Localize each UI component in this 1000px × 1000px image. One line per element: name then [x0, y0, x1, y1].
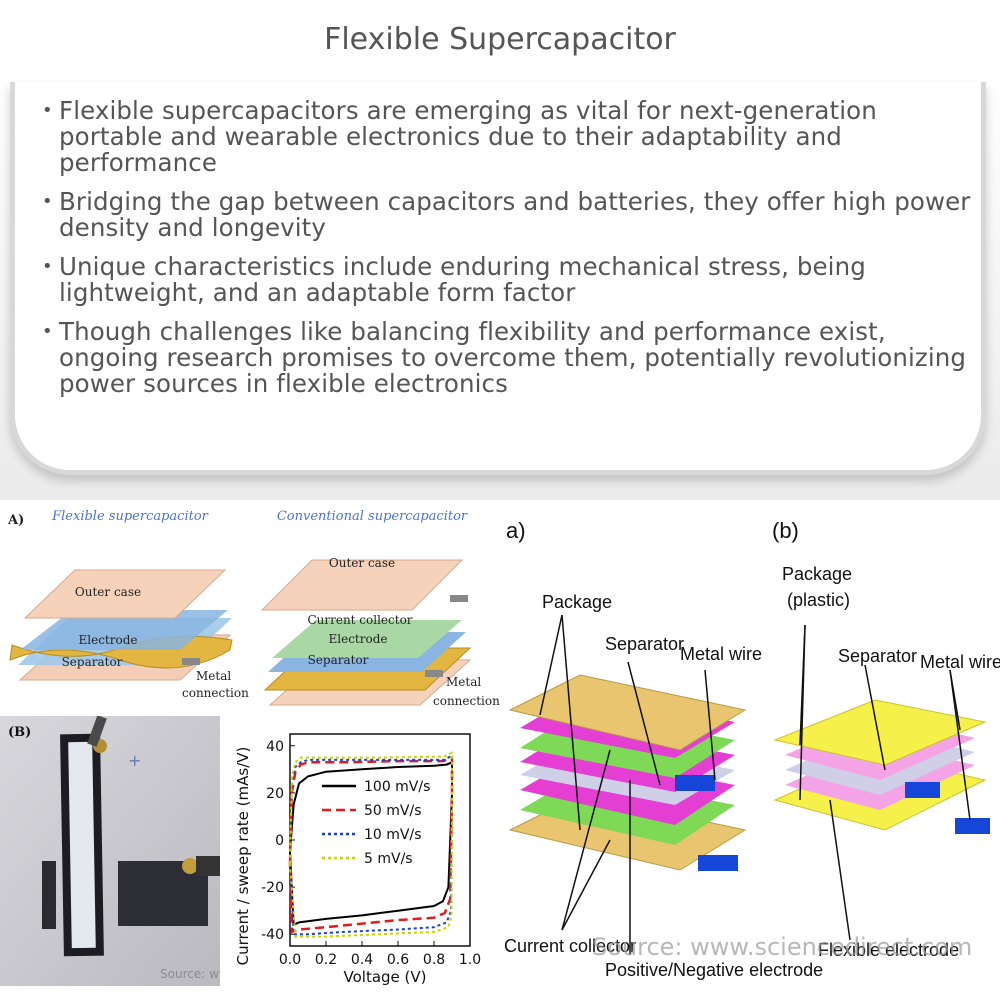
panel-b-label: (B) — [8, 725, 31, 740]
figure-right-diagrams: a) (b) Package Separator Metal wire Curr… — [500, 500, 1000, 990]
stack-a-arrows — [539, 614, 716, 955]
stack-b-arrows — [799, 624, 971, 941]
bullet-item: Unique characteristics include enduring … — [42, 254, 978, 306]
panel-a-label-right: a) — [506, 518, 526, 543]
y-tick-label: -20 — [261, 880, 284, 896]
conv-separator-label: Separator — [308, 653, 369, 667]
summary-card: Flexible supercapacitors are emerging as… — [10, 82, 986, 475]
legend-label: 5 mV/s — [364, 851, 413, 867]
y-tick-label: 0 — [275, 833, 284, 849]
x-tick-label: 0.2 — [315, 952, 337, 968]
right-source-label: Source: www.sciencedirect.com — [592, 933, 972, 961]
flexible-stack — [9, 569, 233, 681]
flex-metal-label: Metal — [196, 669, 231, 683]
legend-label: 10 mV/s — [364, 827, 422, 843]
panel-a-label: A) — [7, 513, 24, 528]
bullet-item: Bridging the gap between capacitors and … — [42, 189, 978, 241]
x-tick-label: 1.0 — [459, 952, 481, 968]
flexible-electrode-label: Flexible electrode — [818, 940, 959, 960]
page-title: Flexible Supercapacitor — [324, 22, 676, 57]
flex-outer-case-label: Outer case — [75, 585, 141, 599]
current-collector-label: Current collector — [504, 936, 636, 956]
bullet-item: Flexible supercapacitors are emerging as… — [42, 98, 978, 176]
metal-wire-label-a: Metal wire — [680, 644, 762, 664]
x-tick-label: 0.0 — [279, 952, 301, 968]
conv-metal-label: Metal — [446, 675, 481, 689]
conventional-title: Conventional supercapacitor — [277, 509, 468, 524]
panel-b-label-right: (b) — [772, 518, 799, 543]
left-source-label: Source: www.frontiersin.org — [160, 967, 220, 981]
legend-label: 100 mV/s — [364, 779, 430, 795]
y-tick-label: 20 — [266, 786, 284, 802]
x-tick-label: 0.4 — [351, 952, 373, 968]
separator-label-a: Separator — [605, 634, 684, 654]
conv-connection-label: connection — [433, 694, 500, 708]
plot-area: 0.0 0.2 0.4 0.6 0.8 1.0 40 20 0 -20 -40 100 mV/s 50 … — [261, 733, 481, 968]
cv-chart: 0.0 0.2 0.4 0.6 0.8 1.0 40 20 0 -20 -40 100 mV/s 50 … — [220, 716, 500, 996]
y-tick-label: -40 — [261, 927, 284, 943]
package-label: Package — [542, 592, 612, 612]
positive-negative-label: Positive/Negative electrode — [605, 960, 823, 980]
conv-current-collector-label: Current collector — [307, 613, 412, 627]
flex-connection-label: connection — [182, 686, 249, 700]
x-axis-label: Voltage (V) — [344, 968, 427, 986]
package-plastic-label-2: (plastic) — [787, 590, 850, 610]
bullet-item: Though challenges like balancing flexibi… — [42, 319, 978, 397]
x-tick-label: 0.6 — [387, 952, 409, 968]
metal-wire-label-b: Metal wire — [920, 652, 1000, 672]
svg-text:+: + — [128, 751, 141, 770]
conv-outer-case-label: Outer case — [329, 556, 395, 570]
conventional-stack — [260, 559, 472, 706]
flexible-title: Flexible supercapacitor — [51, 509, 209, 524]
x-tick-label: 0.8 — [423, 952, 445, 968]
flex-electrode-label: Electrode — [79, 633, 138, 647]
separator-label-b: Separator — [838, 646, 917, 666]
device-photo: + (B) Source: www.frontiersin.org — [0, 716, 220, 986]
y-axis-label: Current / sweep rate (mAs/V) — [234, 747, 252, 966]
y-tick-label: 40 — [266, 739, 284, 755]
bullet-list: Flexible supercapacitors are emerging as… — [42, 98, 978, 410]
legend-label: 50 mV/s — [364, 803, 422, 819]
conv-electrode-label: Electrode — [329, 632, 388, 646]
figure-left-diagrams: A) Flexible supercapacitor Conventional … — [0, 500, 500, 715]
package-plastic-label-1: Package — [782, 564, 852, 584]
flex-separator-label: Separator — [62, 655, 123, 669]
